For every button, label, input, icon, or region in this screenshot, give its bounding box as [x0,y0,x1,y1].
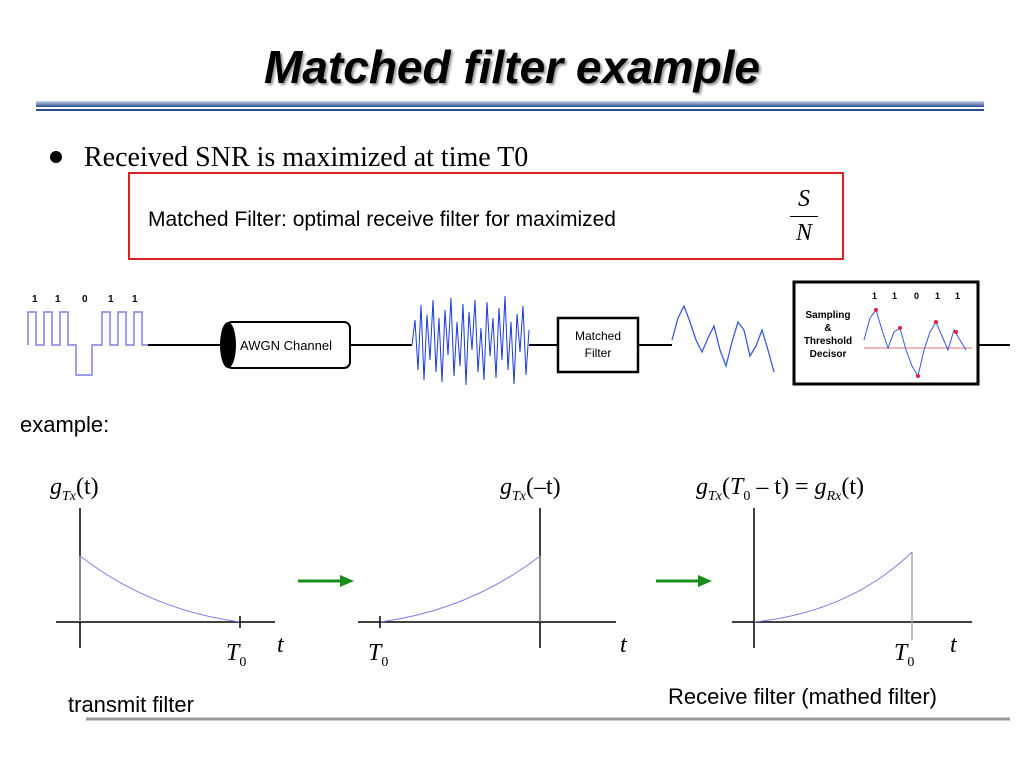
decision-bit: 0 [914,291,919,301]
slide-title: Matched filter example [264,41,760,93]
t0-sub: 0 [381,654,389,670]
decision-label-line: Decisor [810,349,847,360]
t0-T: T [730,474,744,500]
input-bit: 1 [108,294,114,305]
func-sub: Tx [62,488,76,504]
plot1-t0-label: T0 [226,640,246,671]
func-name: g [696,474,708,500]
awgn-channel-label: AWGN Channel [240,338,332,353]
plot1-function-label: gTx(t) [50,474,99,505]
decision-bit: 1 [935,291,940,301]
input-bit: 1 [32,294,38,305]
func-name: g [500,474,512,500]
fraction-numerator: S [798,186,810,212]
axis-t: t [620,632,627,658]
decision-label-line: & [824,323,831,334]
func-arg: (t) [76,474,99,500]
transmit-filter-caption: transmit filter [68,692,194,717]
filtered-signal [671,304,775,373]
noisy-signal [411,295,530,386]
func-arg: (t) [841,474,864,500]
t0-T: T [894,640,908,666]
bullet-point: Received SNR is maximized at time T0 [50,142,528,174]
receive-filter-caption: Receive filter (mathed filter) [668,684,937,709]
decision-bit: 1 [955,291,960,301]
plot3-t0-label: T0 [894,640,914,671]
decaying-curve [79,555,241,623]
plot-time-reversed [358,508,616,648]
t0-sub: 0 [907,654,915,670]
func-name: g [814,474,827,500]
sampled-waveform [863,308,967,378]
plot-transmit-filter [56,508,275,648]
plot-receive-filter [732,508,972,648]
title-underline [36,101,984,107]
plot1-axis-label: t [277,632,284,659]
func-sub: Tx [708,488,722,504]
decision-label-line: Sampling [805,310,850,321]
rising-curve [379,555,541,623]
axis-t: t [950,632,957,658]
example-label: example: [20,412,110,437]
input-bits: 1 1 0 1 1 [32,294,138,305]
input-bit: 1 [132,294,138,305]
decision-label-line: Threshold [804,336,852,347]
axis-t: t [277,632,284,658]
bullet-text: Received SNR is maximized at time T0 [84,142,529,173]
t0-sub: 0 [743,488,751,504]
matched-filter-block: Matched Filter [556,316,640,374]
input-bit: 0 [82,294,88,305]
t0-T: T [226,640,240,666]
input-waveform [27,311,148,376]
input-bit: 1 [55,294,61,305]
plot3-axis-label: t [950,632,957,659]
snr-fraction: S N [790,186,818,247]
fraction-bar [790,216,818,217]
matched-filter-label-line1: Matched [575,329,621,343]
plot2-function-label: gTx(–t) [500,474,561,505]
callout-box: Matched Filter: optimal receive filter f… [128,172,844,260]
arrow-icon [656,575,712,587]
plot2-t0-label: T0 [368,640,388,671]
decision-bit: 1 [872,291,877,301]
rising-curve [753,551,913,623]
func-rest: – t) = [750,474,815,500]
fraction-denominator: N [795,220,812,246]
callout-text: Matched Filter: optimal receive filter f… [148,208,616,231]
func-sub: Tx [512,488,526,504]
title-underline-thin [36,109,984,111]
plot2-axis-label: t [620,632,627,659]
sampling-decision-block: Sampling & Threshold Decisor 1 1 0 1 1 [792,280,980,386]
t0-sub: 0 [239,654,247,670]
awgn-channel-block: AWGN Channel [220,321,351,369]
t0-T: T [368,640,382,666]
bullet-dot-icon [50,150,62,163]
func-sub: Rx [826,488,842,504]
func-arg: (–t) [526,474,561,500]
paren-open: ( [722,474,730,500]
arrow-icon [298,575,354,587]
decision-bit: 1 [892,291,897,301]
matched-filter-label-line2: Filter [585,346,612,360]
func-name: g [50,474,62,500]
plot3-function-label: gTx(T0 – t) = gRx(t) [696,474,864,505]
